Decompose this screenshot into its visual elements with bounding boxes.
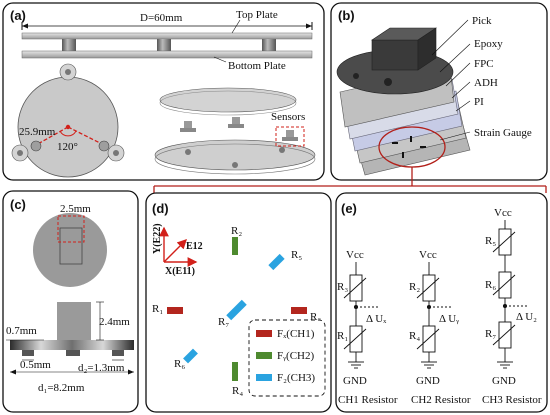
- plate-top-view: [11, 63, 125, 178]
- angle-label: 120°: [57, 141, 78, 153]
- ch3-caption: CH3 Resistor: [482, 394, 542, 406]
- panel-d: (d) Y(E22) E12 X(E11) R₂ R₅ R₁ R₇ R₃ R₆ …: [145, 192, 332, 413]
- resistor-r2: [232, 237, 238, 255]
- panel-d-label: (d): [152, 201, 169, 216]
- resistor-r5: [268, 253, 285, 271]
- sensor-stack-illustration: [336, 19, 471, 176]
- thickness-label: 0.7mm: [6, 325, 37, 337]
- legend-swatch-fy: [256, 352, 272, 359]
- d1-label: d₁=8.2mm: [38, 382, 85, 394]
- layer-fpc: FPC: [474, 58, 494, 70]
- strain-axes: [159, 226, 198, 267]
- top-plate-label: Top Plate: [236, 9, 278, 21]
- panel-e: (e) Vcc R₃ Δ Uₓ R₁ GND CH1 Resistor: [335, 192, 548, 413]
- ch3-vcc: Vcc: [494, 207, 512, 219]
- legend-fz: F₂(CH3): [277, 372, 315, 384]
- circuit-ch3: [492, 220, 528, 369]
- top-width-label: 2.5mm: [60, 203, 91, 215]
- circuit-ch2: [416, 262, 452, 369]
- sensors-label: Sensors: [271, 111, 305, 123]
- half-mm-label: 0.5mm: [20, 359, 51, 371]
- label-r7: R₇: [218, 316, 229, 328]
- ch1-r-bottom: R₁: [337, 330, 348, 342]
- label-r3: R₃: [310, 311, 321, 323]
- layer-epoxy: Epoxy: [474, 38, 503, 50]
- diameter-label: D=60mm: [140, 12, 183, 24]
- label-r6: R₆: [174, 358, 185, 370]
- resistor-r7: [226, 299, 247, 321]
- axis-x-label: X(E11): [165, 266, 195, 277]
- ch2-caption: CH2 Resistor: [411, 394, 471, 406]
- legend-fx: Fₓ(CH1): [277, 328, 315, 340]
- ch2-r-bottom: R₄: [409, 330, 420, 342]
- top-plate-shape: [21, 32, 313, 40]
- pillar-top-view: [33, 213, 107, 287]
- resistor-layout: [167, 237, 307, 381]
- ch3-du: Δ U₂: [516, 311, 537, 323]
- legend-swatch-fz: [256, 374, 272, 381]
- bottom-plate-shape: [21, 50, 313, 59]
- callout-bracket: [153, 167, 547, 193]
- resistor-r6: [183, 348, 198, 364]
- ch1-vcc: Vcc: [346, 249, 364, 261]
- axis-y-label: Y(E22): [152, 223, 163, 254]
- ch1-gnd: GND: [343, 375, 367, 387]
- panel-b: (b) Pick Epox: [330, 2, 548, 181]
- label-r1: R₁: [152, 303, 163, 315]
- ch2-gnd: GND: [416, 375, 440, 387]
- panel-e-frame: [335, 192, 548, 413]
- ch1-du: Δ Uₓ: [366, 313, 387, 325]
- ch2-du: Δ Uᵧ: [439, 313, 459, 325]
- ch3-r-top: R₅: [485, 235, 496, 247]
- legend-fy: Fᵧ(CH2): [277, 350, 314, 362]
- panel-c-label: (c): [10, 197, 26, 212]
- layer-adh: ADH: [474, 77, 498, 89]
- ch2-vcc: Vcc: [419, 249, 437, 261]
- legend-swatch-fx: [256, 330, 272, 337]
- label-r5: R₅: [291, 249, 302, 261]
- d2-label: d₂=1.3mm: [78, 362, 125, 374]
- axis-diag-label: E12: [186, 241, 203, 252]
- resistor-r4: [232, 362, 238, 381]
- layer-pi: PI: [474, 96, 484, 108]
- resistor-r1: [167, 307, 183, 314]
- layer-pick: Pick: [472, 15, 492, 27]
- plates-side-view: [21, 19, 313, 63]
- ch2-r-top: R₂: [409, 281, 420, 293]
- ch1-caption: CH1 Resistor: [338, 394, 398, 406]
- ch1-r-top: R₃: [337, 281, 348, 293]
- exploded-view: [154, 87, 316, 175]
- ch3-r-mid: R₆: [485, 279, 496, 291]
- panel-b-label: (b): [338, 8, 355, 23]
- label-r2: R₂: [231, 225, 242, 237]
- panel-c: (c) 2.5mm 2.4mm 0.7mm 0.5mm d₂=1.3mm d₁=…: [2, 190, 139, 413]
- layer-strain-gauge: Strain Gauge: [474, 127, 532, 139]
- circuit-ch1: [343, 262, 380, 369]
- pillar-side-view: [6, 301, 134, 375]
- bottom-plate-label: Bottom Plate: [228, 60, 286, 72]
- height-label: 2.4mm: [99, 316, 130, 328]
- ch3-r-bottom: R₇: [485, 328, 496, 340]
- distance-label: 25.9mm: [19, 126, 56, 138]
- panel-a: (a) D=60mm Top Plate Bottom Plate: [2, 2, 325, 181]
- panel-a-label: (a): [10, 8, 26, 23]
- ch3-gnd: GND: [492, 375, 516, 387]
- force-legend: [248, 319, 326, 397]
- label-r4: R₄: [232, 385, 243, 397]
- panel-e-label: (e): [341, 201, 357, 216]
- resistor-r3: [291, 307, 307, 314]
